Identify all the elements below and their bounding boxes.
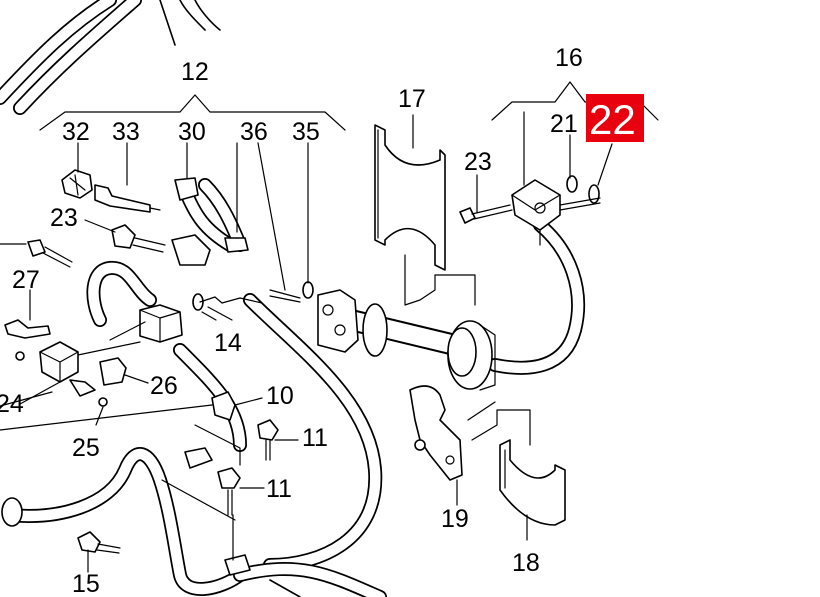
- manifold-block: [317, 289, 388, 357]
- cap-nut-32: [61, 169, 93, 199]
- control-valve-26: [99, 304, 183, 386]
- leader-lines: [0, 81, 659, 573]
- callout-17: 17: [398, 85, 426, 113]
- callout-11-upper: 11: [302, 424, 328, 452]
- callout-27: 27: [12, 266, 40, 294]
- hose-lines: [0, 0, 585, 597]
- control-valve-24: [15, 341, 108, 407]
- callout-23-left: 23: [50, 204, 78, 232]
- clamp-19: [409, 385, 463, 481]
- callout-24: 24: [0, 390, 24, 418]
- callout-labels: 12 16 17 32 33 30 36 35 21 23 23 27 14 2…: [0, 44, 583, 597]
- flange-fitting: [447, 320, 496, 391]
- callout-32: 32: [62, 118, 90, 146]
- bracket-18: [499, 439, 566, 526]
- seal-rings-21-22: [559, 175, 601, 211]
- callout-25: 25: [72, 434, 100, 462]
- callout-36: 36: [240, 118, 268, 146]
- callout-18: 18: [512, 549, 540, 577]
- highlight-callout-22[interactable]: 22: [586, 94, 644, 143]
- callout-12: 12: [181, 58, 209, 86]
- highlight-box: [586, 94, 644, 142]
- callout-15: 15: [72, 570, 100, 597]
- bolt-23-left: [111, 224, 166, 253]
- bolt-15: [1, 497, 121, 554]
- callout-14: 14: [214, 329, 242, 357]
- callout-26: 26: [150, 372, 178, 400]
- fitting-30: [171, 177, 249, 266]
- bolt-27: [4, 239, 73, 339]
- highlight-label: 22: [589, 96, 636, 143]
- callout-35: 35: [292, 118, 320, 146]
- callout-30: 30: [178, 118, 206, 146]
- clip-10: [211, 391, 236, 421]
- callout-16: 16: [555, 44, 583, 72]
- bracket-17: [374, 124, 446, 271]
- callout-10: 10: [266, 382, 294, 410]
- bolt-23-right: [459, 204, 513, 224]
- callout-33: 33: [112, 118, 140, 146]
- service-valve-33: [94, 184, 161, 213]
- callout-23-right: 23: [464, 148, 492, 176]
- callout-19: 19: [441, 505, 469, 533]
- pressure-block-16: [511, 179, 561, 246]
- screw-11: [184, 419, 279, 576]
- callout-21: 21: [550, 110, 578, 138]
- callout-11-lower: 11: [266, 475, 292, 503]
